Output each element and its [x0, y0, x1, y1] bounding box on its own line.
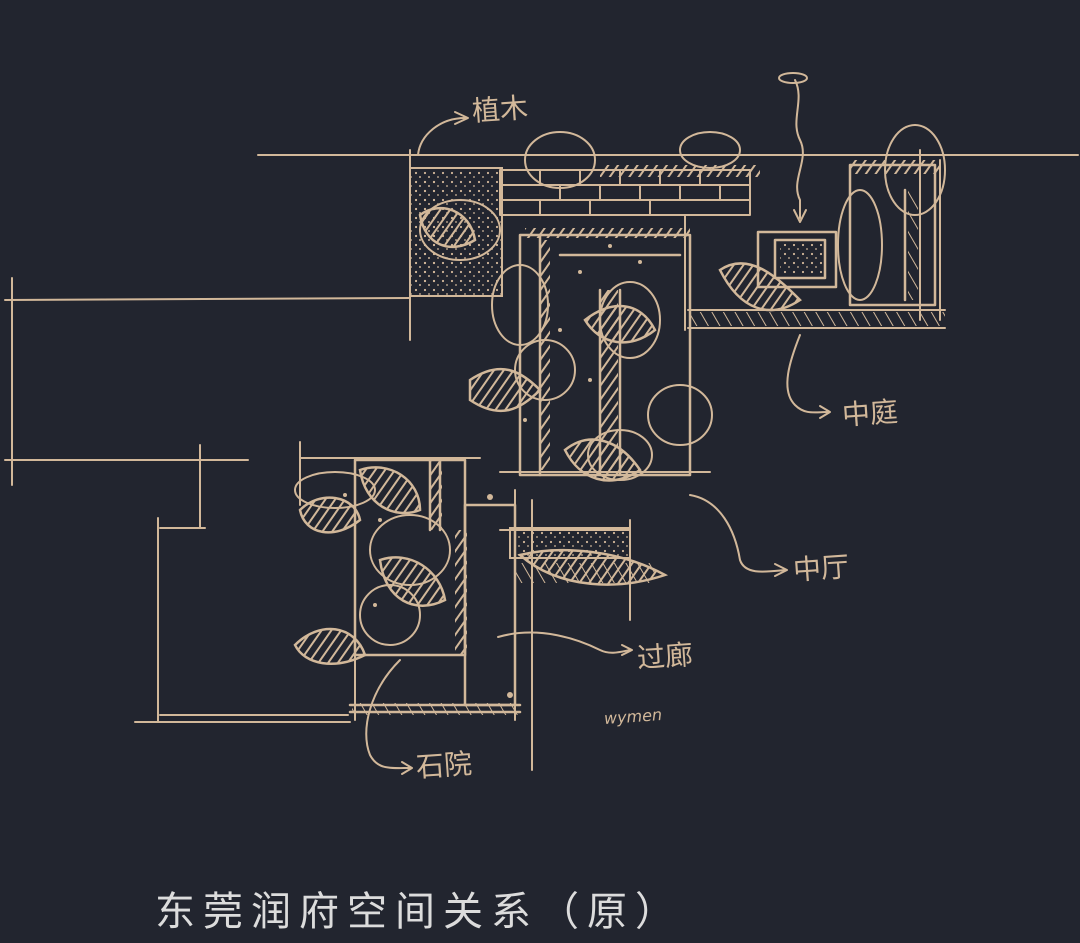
label-lower-center: 过廊	[635, 638, 695, 675]
shading-scribbles	[293, 206, 802, 665]
plan-dots	[343, 244, 642, 698]
label-right: 中庭	[840, 395, 900, 432]
label-bottom: 石院	[414, 747, 474, 784]
caption: 东莞润府空间关系（原）	[155, 889, 683, 935]
signature: wymen	[603, 704, 663, 729]
label-center: 中厅	[791, 550, 851, 587]
courtyard-room	[756, 163, 937, 307]
leader-lines	[365, 72, 831, 775]
tree-outlines	[294, 124, 946, 646]
label-top-left: 植木	[470, 91, 530, 128]
